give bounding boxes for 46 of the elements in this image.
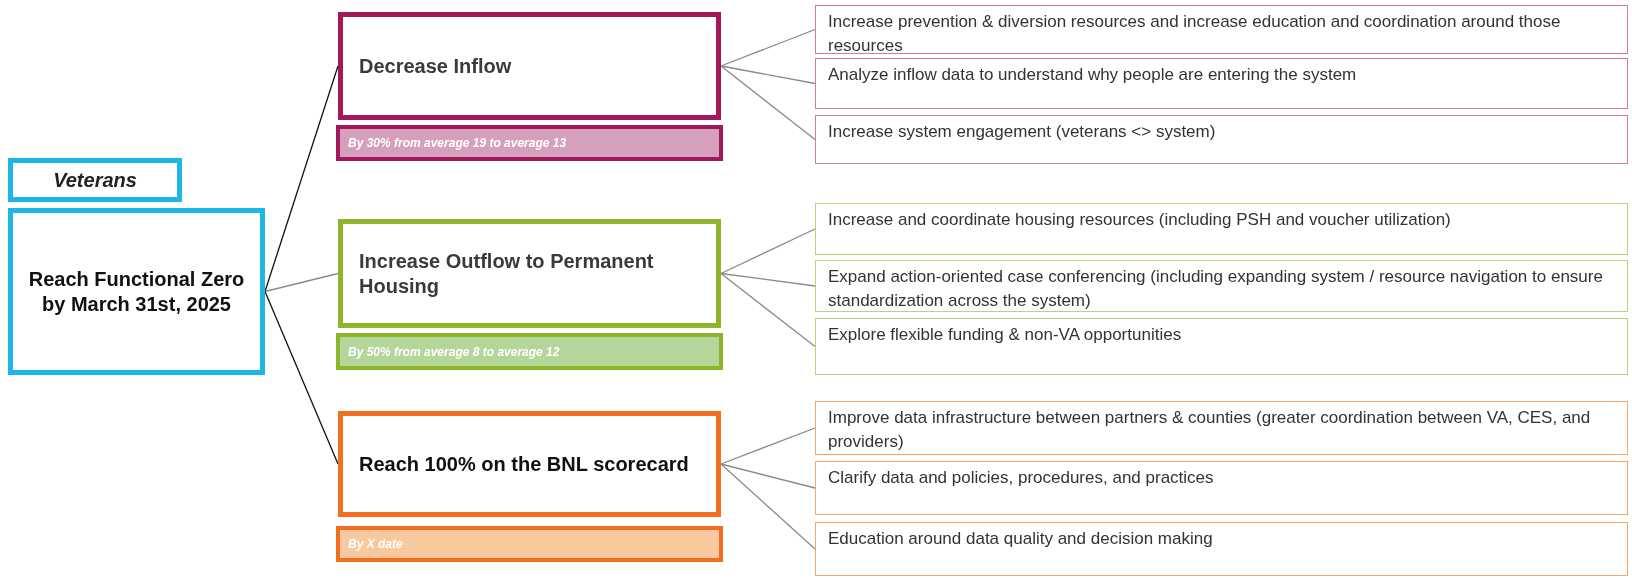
node-text: Reach 100% on the BNL scorecard: [359, 451, 689, 477]
node-text: Clarify data and policies, procedures, and practices: [828, 468, 1214, 487]
node-text: Analyze inflow data to understand why people are entering the system: [828, 65, 1357, 84]
target-bar: [336, 526, 723, 562]
node-text: Veterans: [53, 168, 137, 193]
action-box: [815, 461, 1628, 515]
node-text: Reach Functional Zero by March 31st, 2025: [27, 266, 246, 317]
action-box: [815, 260, 1628, 312]
action-box: [815, 318, 1628, 375]
node-text: Increase system engagement (veterans <> system): [828, 122, 1216, 141]
connector-line: [264, 272, 339, 293]
strategy-box: [338, 219, 721, 328]
connector-line: [720, 427, 816, 465]
action-box: [815, 115, 1628, 164]
action-box: [815, 522, 1628, 576]
action-box: [815, 401, 1628, 455]
action-box: [815, 5, 1628, 54]
node-text: Improve data infrastructure between partners & counties (greater coordination between VA, CES, and providers): [828, 408, 1591, 451]
connector-line: [720, 272, 816, 348]
node-text: By X date: [348, 536, 403, 553]
target-bar: [336, 125, 723, 161]
node-text: Increase prevention & diversion resources and increase education and coordination around those resources: [828, 12, 1561, 55]
connector-line: [720, 228, 816, 275]
target-bar: [336, 333, 723, 370]
connector-line: [720, 272, 816, 287]
goal-box: [8, 208, 265, 375]
strategy-box: [338, 411, 721, 517]
connector-line: [720, 463, 816, 489]
connector-line: [720, 463, 816, 550]
action-box: [815, 58, 1628, 109]
strategy-box: [338, 12, 721, 120]
connector-line: [720, 28, 816, 67]
connector-line: [720, 65, 816, 85]
node-text: Increase Outflow to Permanent Housing: [359, 248, 655, 299]
node-text: Increase and coordinate housing resources (including PSH and voucher utilization): [828, 210, 1451, 229]
connector-line: [264, 65, 339, 293]
node-text: By 30% from average 19 to average 13: [348, 135, 567, 152]
action-box: [815, 203, 1628, 255]
node-text: Education around data quality and decision making: [828, 529, 1213, 548]
connector-line: [720, 65, 816, 141]
node-text: Explore flexible funding & non-VA opportunities: [828, 325, 1182, 344]
connector-line: [264, 290, 339, 465]
node-text: Decrease Inflow: [359, 53, 512, 79]
node-text: Expand action-oriented case conferencing (including expanding system / resource navigation to ensure standardization across the system): [828, 267, 1603, 310]
node-text: By 50% from average 8 to average 12: [348, 343, 560, 361]
population-tag: [8, 158, 182, 202]
